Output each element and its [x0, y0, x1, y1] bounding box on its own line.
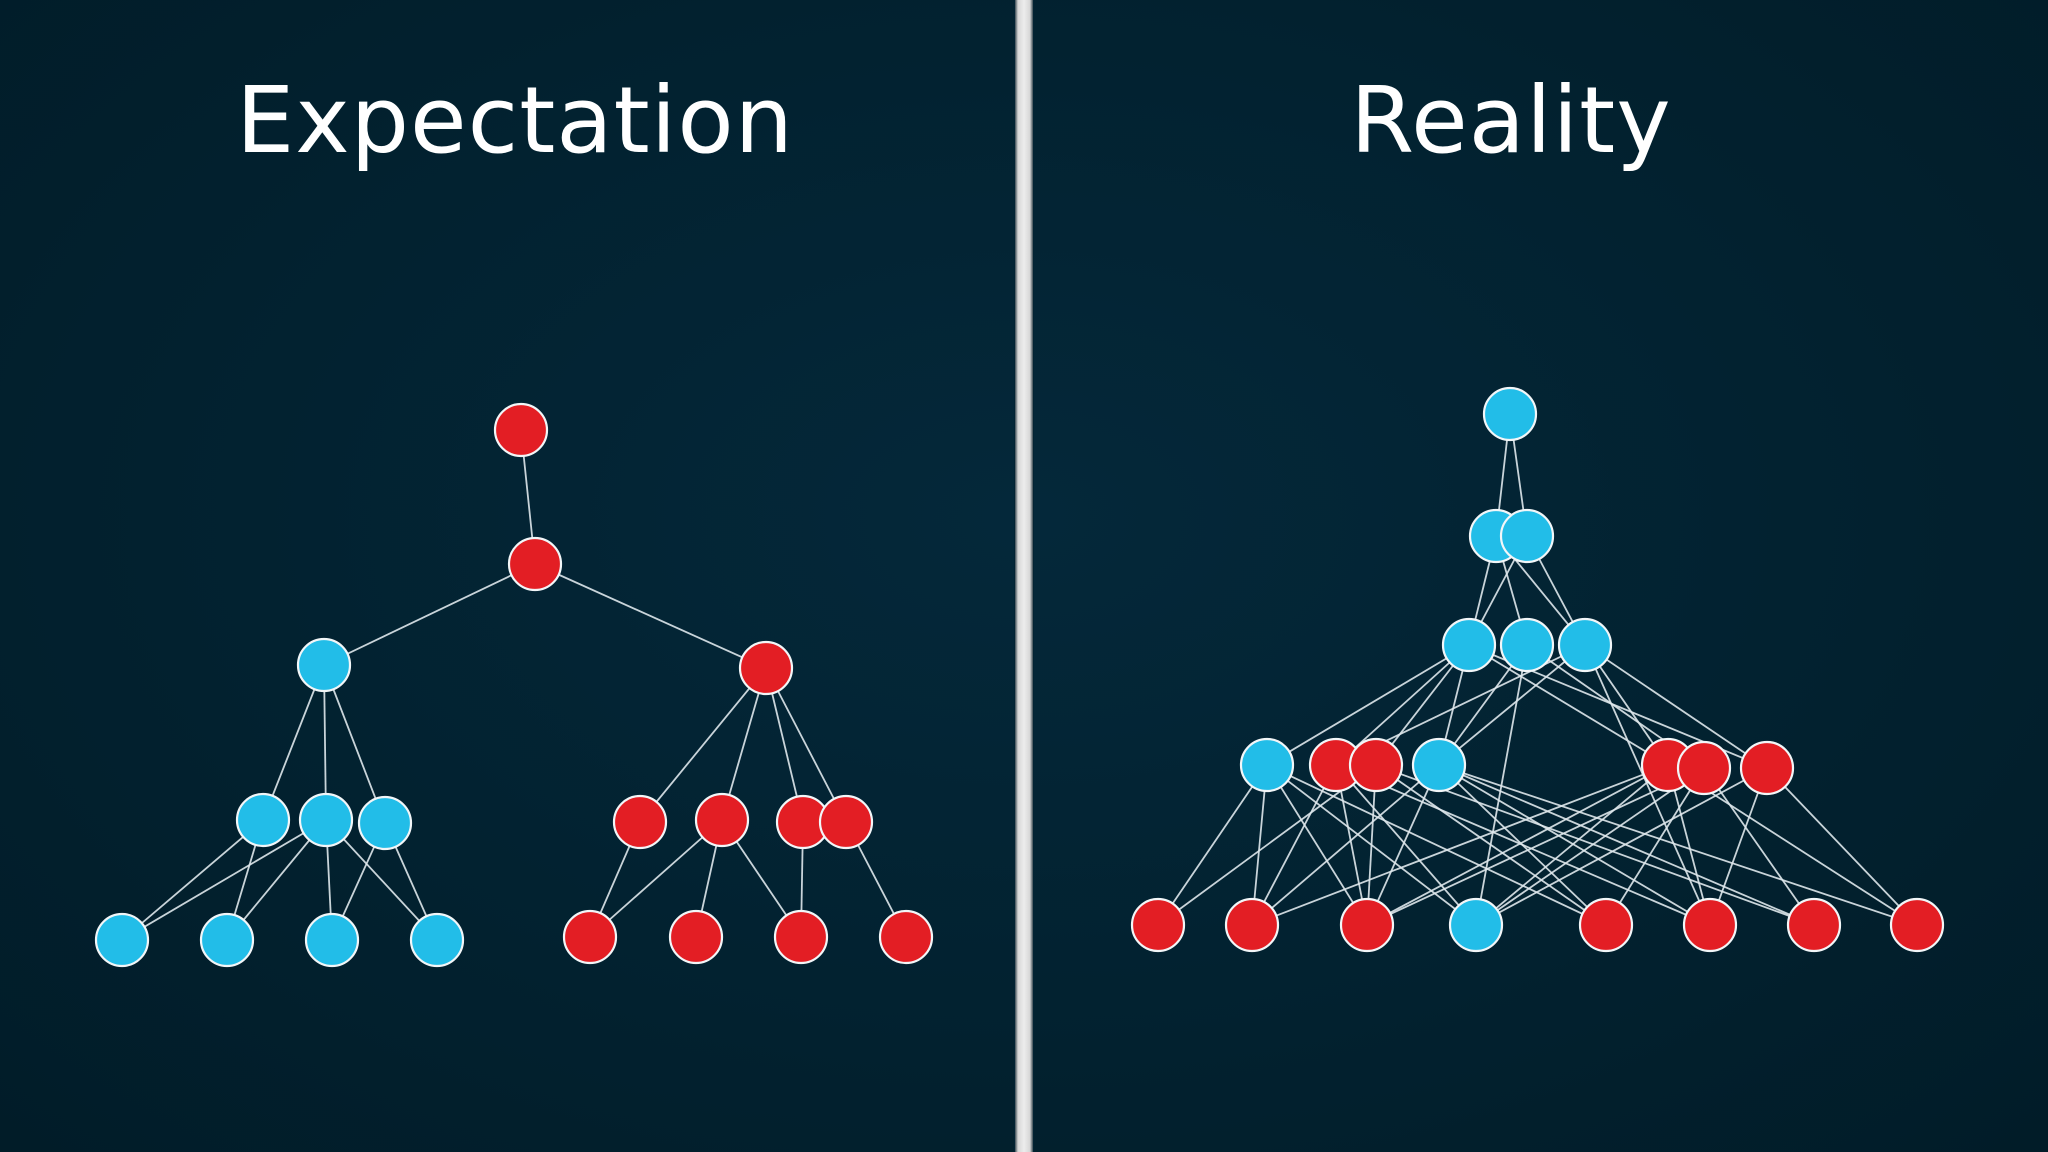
expectation-node-blue	[304, 912, 360, 968]
reality-edge	[1438, 764, 1918, 926]
reality-edge	[1766, 767, 1918, 926]
expectation-edge	[323, 664, 386, 824]
reality-edge	[1366, 767, 1705, 926]
expectation-node-red	[818, 794, 874, 850]
reality-edge	[1335, 764, 1477, 926]
reality-node-red	[1676, 740, 1732, 796]
reality-nodes	[1130, 386, 1945, 953]
expectation-edge	[121, 819, 264, 941]
reality-edge	[1266, 764, 1607, 926]
reality-node-blue	[1441, 617, 1497, 673]
expectation-edge	[639, 667, 767, 823]
reality-node-red	[1224, 897, 1280, 953]
expectation-node-red	[612, 794, 668, 850]
reality-edge	[1375, 764, 1815, 926]
reality-node-blue	[1482, 386, 1538, 442]
reality-edge	[1584, 644, 1768, 769]
reality-edge	[1475, 767, 1705, 926]
reality-node-red	[1682, 897, 1738, 953]
reality-node-blue	[1411, 737, 1467, 793]
reality-edge	[1157, 764, 1268, 926]
reality-node-red	[1739, 740, 1795, 796]
expectation-edge	[121, 819, 327, 941]
expectation-edge	[765, 667, 847, 823]
expectation-edge	[325, 819, 438, 941]
reality-node-blue	[1239, 737, 1295, 793]
reality-edge	[1438, 764, 1815, 926]
expectation-node-red	[878, 909, 934, 965]
expectation-edge	[262, 664, 325, 821]
reality-edge	[1366, 764, 1440, 926]
expectation-node-red	[773, 909, 829, 965]
expectation-node-red	[738, 640, 794, 696]
reality-edge	[1375, 764, 1607, 926]
expectation-node-blue	[298, 792, 354, 848]
reality-node-red	[1578, 897, 1634, 953]
reality-edge	[1703, 767, 1815, 926]
reality-edge	[1366, 764, 1669, 926]
reality-node-red	[1889, 897, 1945, 953]
expectation-title: Expectation	[236, 67, 794, 174]
reality-node-blue	[1499, 617, 1555, 673]
reality-panel: Reality	[1034, 0, 2048, 1152]
expectation-edges	[121, 429, 907, 941]
reality-node-red	[1339, 897, 1395, 953]
expectation-panel: Expectation	[0, 0, 1014, 1152]
reality-edge	[1266, 764, 1368, 926]
reality-title: Reality	[1350, 67, 1672, 174]
reality-edge	[1584, 644, 1711, 926]
expectation-node-red	[668, 909, 724, 965]
expectation-node-red	[562, 909, 618, 965]
expectation-node-blue	[409, 912, 465, 968]
reality-edge	[1251, 764, 1440, 926]
reality-edge	[1251, 764, 1337, 926]
reality-node-red	[1130, 897, 1186, 953]
reality-edge	[1605, 767, 1705, 926]
reality-edge	[1438, 764, 1607, 926]
reality-edge	[1438, 764, 1711, 926]
reality-edge	[1475, 767, 1768, 926]
reality-edge	[1667, 764, 1711, 926]
reality-edge	[1251, 764, 1669, 926]
expectation-node-red	[493, 402, 549, 458]
panel-divider	[1015, 0, 1033, 1152]
reality-edge	[1709, 767, 1768, 926]
expectation-edge	[534, 563, 767, 669]
reality-edge	[1266, 644, 1470, 766]
reality-node-blue	[1557, 617, 1613, 673]
expectation-node-red	[694, 792, 750, 848]
expectation-edge	[323, 563, 536, 666]
expectation-edge	[589, 819, 723, 938]
expectation-node-blue	[357, 795, 413, 851]
expectation-node-red	[507, 536, 563, 592]
reality-node-blue	[1499, 508, 1555, 564]
reality-node-red	[1348, 737, 1404, 793]
reality-edge	[1438, 644, 1586, 766]
reality-node-red	[1786, 897, 1842, 953]
reality-edge	[1475, 764, 1669, 926]
expectation-nodes	[94, 402, 934, 968]
reality-node-blue	[1448, 897, 1504, 953]
expectation-node-blue	[296, 637, 352, 693]
expectation-node-blue	[235, 792, 291, 848]
expectation-node-blue	[94, 912, 150, 968]
reality-edge	[1468, 644, 1669, 766]
expectation-node-blue	[199, 912, 255, 968]
